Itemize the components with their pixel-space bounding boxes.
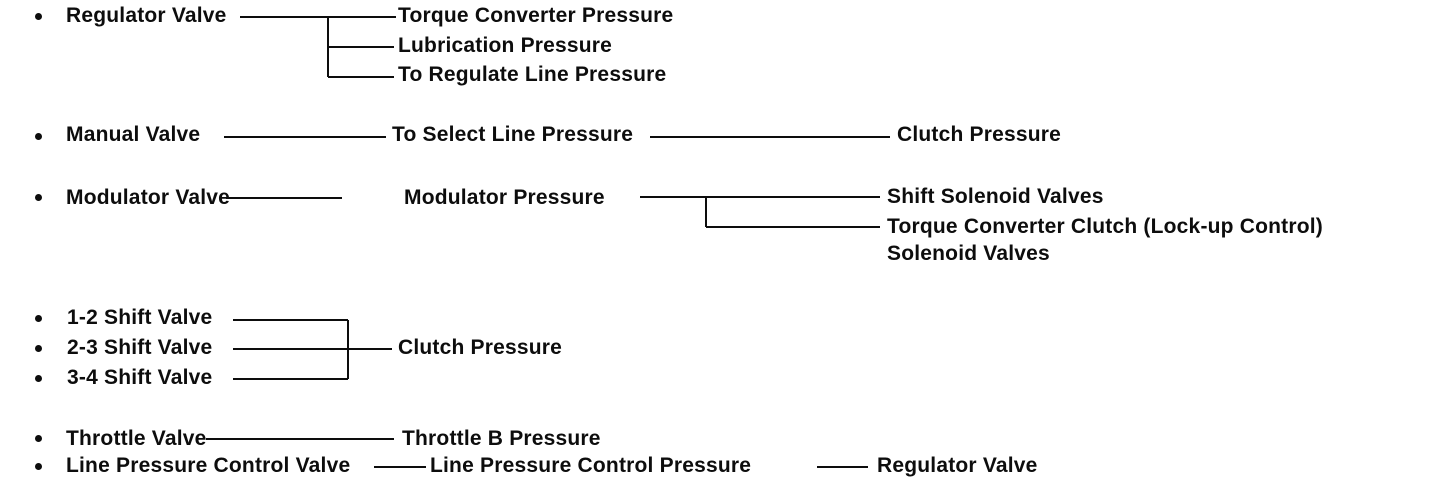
bullet-marker (35, 133, 42, 140)
pressure-label-throttle-b: Throttle B Pressure (402, 427, 601, 450)
pressure-label-modulator: Modulator Pressure (404, 186, 605, 209)
bullet-marker (35, 463, 42, 470)
output-label-lubrication-pressure: Lubrication Pressure (398, 34, 613, 57)
destination-label-regulator-valve: Regulator Valve (877, 454, 1038, 477)
pressure-label-clutch: Clutch Pressure (398, 336, 563, 359)
valve-label-regulator: Regulator Valve (66, 4, 227, 27)
output-label-torque-converter-pressure: Torque Converter Pressure (398, 4, 674, 27)
bullet-marker (35, 435, 42, 442)
valve-label-line-pressure-control: Line Pressure Control Valve (66, 454, 351, 477)
valve-label-throttle: Throttle Valve (66, 427, 207, 450)
destination-label-tcc-lockup-control: Torque Converter Clutch (Lock-up Control… (887, 215, 1323, 238)
valve-label-manual: Manual Valve (66, 123, 201, 146)
bullet-marker (35, 345, 42, 352)
pressure-label-line-pressure-control: Line Pressure Control Pressure (430, 454, 752, 477)
valve-label-3-4-shift: 3-4 Shift Valve (67, 366, 213, 389)
destination-label-solenoid-valves: Solenoid Valves (887, 242, 1050, 265)
bullet-marker (35, 194, 42, 201)
destination-label-clutch-pressure: Clutch Pressure (897, 123, 1062, 146)
valve-label-2-3-shift: 2-3 Shift Valve (67, 336, 213, 359)
pressure-label-select-line: To Select Line Pressure (392, 123, 634, 146)
destination-label-shift-solenoid-valves: Shift Solenoid Valves (887, 185, 1104, 208)
valve-label-1-2-shift: 1-2 Shift Valve (67, 306, 213, 329)
output-label-regulate-line-pressure: To Regulate Line Pressure (398, 63, 667, 86)
valve-label-modulator: Modulator Valve (66, 186, 231, 209)
bullet-marker (35, 13, 42, 20)
bullet-marker (35, 375, 42, 382)
bullet-marker (35, 315, 42, 322)
